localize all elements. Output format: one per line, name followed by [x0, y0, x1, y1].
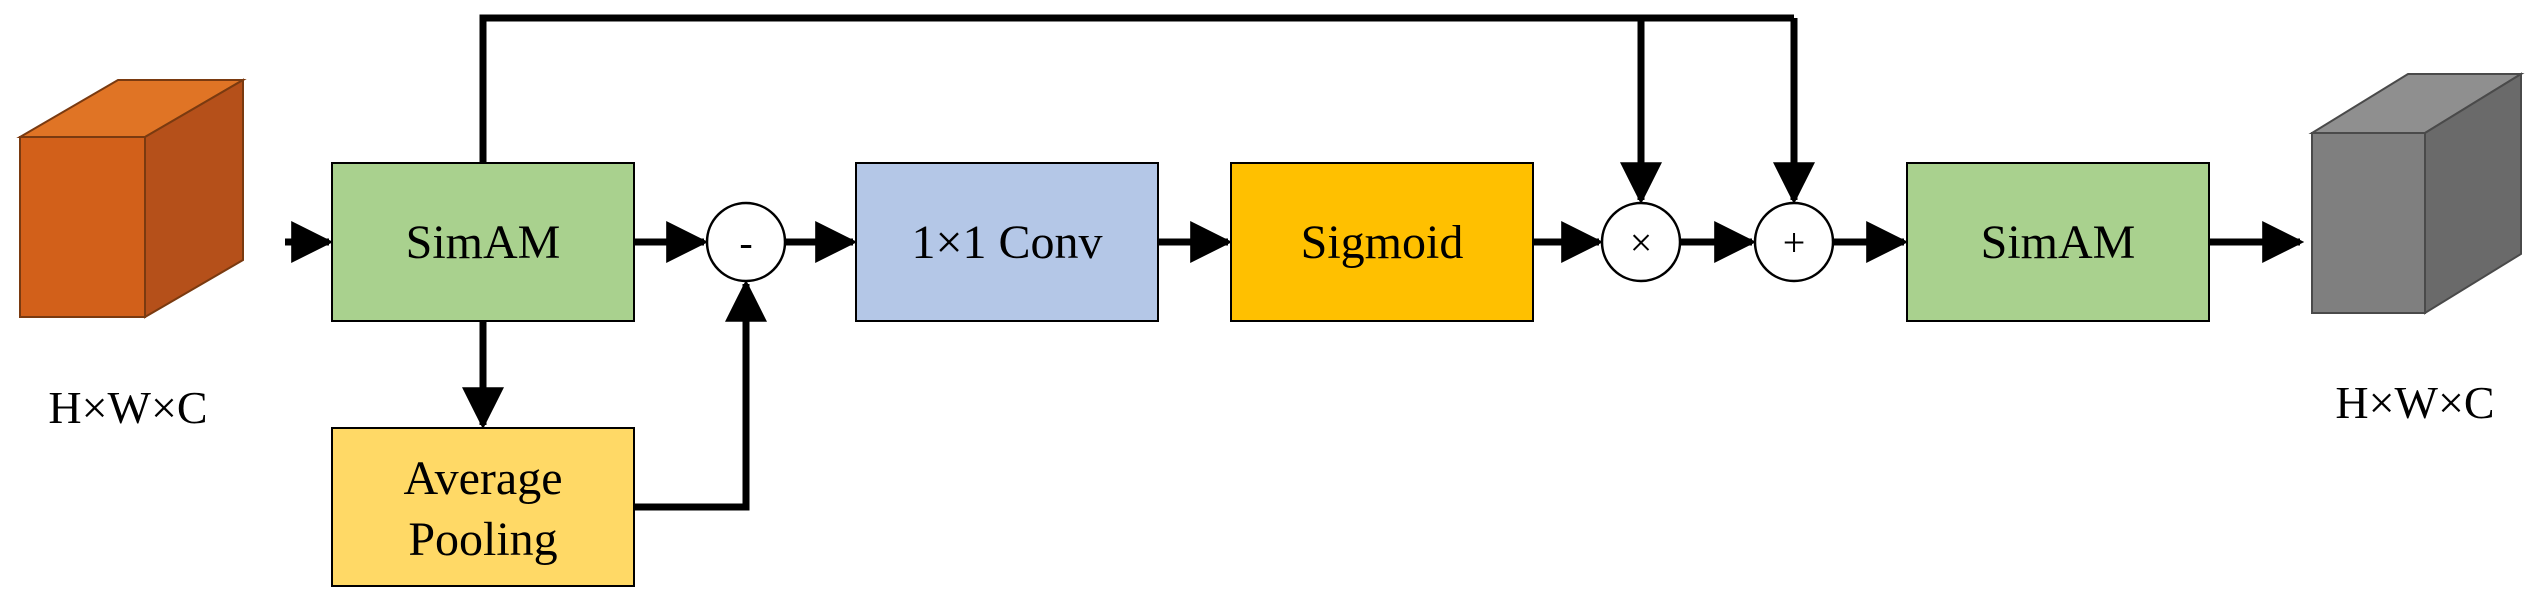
- simam-block-1-label: SimAM: [406, 216, 561, 269]
- add-operator: +: [1753, 201, 1835, 283]
- conv-block-label: 1×1 Conv: [911, 216, 1102, 269]
- connectors: [285, 14, 2305, 511]
- subtract-operator: -: [705, 201, 787, 283]
- average-pooling-label-line1: Average: [404, 452, 563, 505]
- average-pooling-label-line2: Pooling: [408, 513, 557, 566]
- simam-block-1: SimAM: [331, 162, 635, 322]
- average-pooling-block: Average Pooling: [331, 427, 635, 587]
- multiply-operator-symbol: ×: [1630, 220, 1653, 265]
- simam-block-2: SimAM: [1906, 162, 2210, 322]
- multiply-operator: ×: [1600, 201, 1682, 283]
- skip-line-top: [479, 14, 1794, 163]
- sigmoid-block: Sigmoid: [1230, 162, 1534, 322]
- simam-block-2-label: SimAM: [1981, 216, 2136, 269]
- output-feature-cube: [2308, 72, 2525, 315]
- subtract-operator-symbol: -: [739, 220, 752, 265]
- arrow-avgpool-to-subtract: [634, 279, 767, 511]
- sigmoid-block-label: Sigmoid: [1301, 216, 1464, 269]
- input-dimension-label: H×W×C: [48, 382, 207, 433]
- output-dimension-label: H×W×C: [2335, 377, 2494, 428]
- conv-block: 1×1 Conv: [855, 162, 1159, 322]
- add-operator-symbol: +: [1783, 220, 1806, 265]
- input-feature-cube: [16, 78, 247, 319]
